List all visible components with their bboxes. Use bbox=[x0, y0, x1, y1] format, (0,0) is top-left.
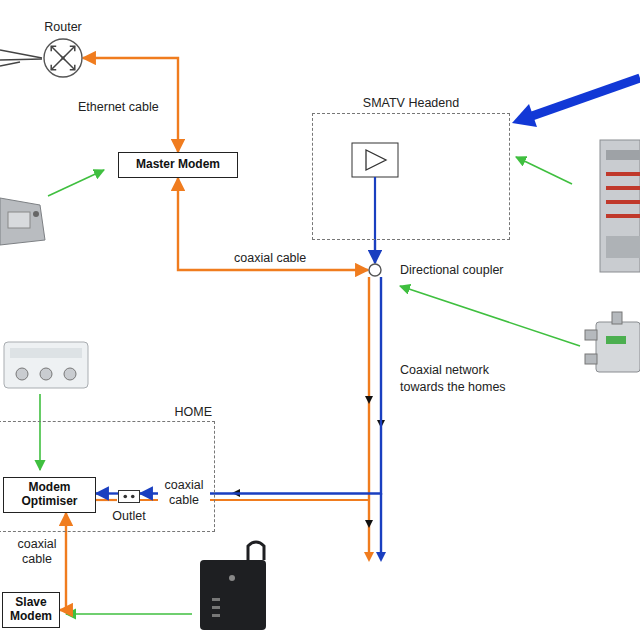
splitter-photo bbox=[585, 312, 640, 372]
optimiser-photo bbox=[4, 342, 88, 388]
box-label: Slave Modem bbox=[7, 596, 55, 624]
cable-label: Ethernet cable bbox=[76, 100, 161, 115]
outlet-socket bbox=[123, 495, 127, 499]
router-arrow bbox=[51, 46, 65, 60]
coax-trunk bbox=[93, 277, 386, 562]
node-outline bbox=[118, 490, 140, 503]
node-heading: HOME bbox=[175, 405, 213, 419]
node-heading: SMATV Headend bbox=[363, 96, 459, 110]
optimiser-box: Modem Optimiser bbox=[3, 477, 96, 513]
headend-photo bbox=[600, 140, 640, 272]
router-node: Router bbox=[43, 38, 83, 78]
cable-label: coaxial cable bbox=[10, 537, 64, 567]
headend-region: SMATV Headend bbox=[312, 113, 510, 240]
outlet-socket bbox=[131, 495, 135, 499]
router-arrow-head bbox=[70, 65, 75, 70]
box-label: Modem Optimiser bbox=[8, 481, 91, 509]
modem-photo bbox=[200, 542, 266, 630]
box-label: Master Modem bbox=[136, 158, 220, 172]
node-circle bbox=[369, 264, 381, 276]
coax-connector bbox=[178, 178, 368, 270]
outlet-plate bbox=[119, 491, 140, 503]
node-heading: Router bbox=[44, 20, 82, 34]
outlet-node: Outlet bbox=[118, 490, 140, 503]
wall-mount-photo bbox=[0, 198, 45, 245]
signal-arrow bbox=[512, 78, 640, 127]
node-heading: Directional coupler bbox=[400, 263, 504, 277]
modem-box: Slave Modem bbox=[2, 592, 60, 628]
router-arrow-head bbox=[51, 46, 56, 51]
node-outline bbox=[368, 263, 382, 277]
amplifier-symbol bbox=[352, 143, 398, 240]
pointer-arrows bbox=[40, 157, 580, 614]
cable-label: coaxial cable bbox=[158, 478, 210, 508]
coupler-node: Directional coupler bbox=[368, 263, 382, 277]
router-arrow-head bbox=[51, 65, 56, 70]
node-circle bbox=[44, 39, 82, 77]
coax-connector bbox=[96, 492, 118, 494]
home-region: HOMEModem OptimiserOutlet bbox=[0, 421, 215, 532]
coax-connector bbox=[374, 240, 376, 263]
node-outline bbox=[43, 38, 83, 78]
coax-connector bbox=[140, 277, 381, 494]
router-cable bbox=[0, 50, 42, 66]
modem-box: Master Modem bbox=[118, 152, 238, 178]
node-heading: Outlet bbox=[112, 509, 145, 523]
note-label: Coaxial network towards the homes bbox=[400, 362, 525, 396]
cable-label: coaxial cable bbox=[232, 251, 308, 266]
router-arrow-head bbox=[70, 46, 75, 51]
